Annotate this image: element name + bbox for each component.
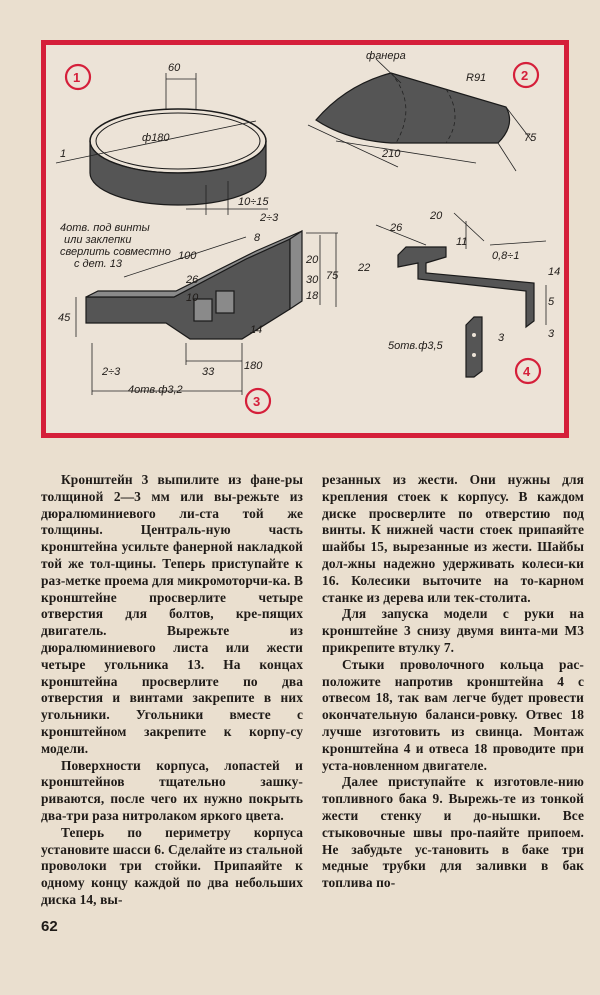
technical-drawing: 60 ф180 10÷15 1 фанера R91 210 75 (55, 50, 560, 415)
bracket3-dim: 18 (306, 290, 319, 302)
bracket3-note-line: или заклепки (64, 234, 131, 246)
ring-gap-label: 10÷15 (238, 196, 269, 208)
bracket3-note-line: с дет. 13 (74, 258, 123, 270)
text-column-right: резанных из жести. Они нужны для креплен… (322, 472, 584, 892)
bracket3-note: 4отв. под винты или заклепки сверлить со… (60, 222, 171, 270)
bracket3-dim: 2÷3 (259, 212, 279, 224)
bracket4-holes-label: 5отв.ф3,5 (388, 340, 444, 352)
bracket4-dim: 20 (429, 210, 443, 222)
bracket3-dim: 2÷3 (101, 366, 121, 378)
part-badge-3: 3 (244, 387, 272, 415)
bracket3-dim: 75 (326, 270, 339, 282)
paragraph: Кронштейн 3 выпилите из фане-ры толщиной… (41, 472, 303, 756)
svg-text:1: 1 (73, 70, 80, 85)
bracket3-part (75, 229, 338, 395)
bracket3-holes-label: 4отв.ф3,2 (128, 384, 183, 396)
bracket3-dim: 26 (185, 274, 199, 286)
svg-text:2: 2 (521, 68, 528, 83)
bracket3-dim: 45 (58, 312, 71, 324)
bracket4-dim: 5 (548, 296, 555, 308)
blade-height-label: 75 (524, 132, 537, 144)
ring-diameter-label: ф180 (142, 132, 170, 144)
bracket3-dim: 30 (306, 274, 319, 286)
ring-part (55, 73, 268, 215)
ring-width-label: 60 (168, 62, 181, 74)
bracket4-dim: 14 (548, 266, 560, 278)
part-badge-1: 1 (64, 63, 92, 91)
ring-mark-label: 1 (60, 148, 66, 160)
figure-frame: 60 ф180 10÷15 1 фанера R91 210 75 (41, 40, 569, 438)
paragraph: Теперь по периметру корпуса установите ш… (41, 824, 303, 907)
paragraph: Стыки проволочного кольца рас-положите н… (322, 656, 584, 773)
bracket3-dim: 8 (254, 232, 261, 244)
blade-part (307, 58, 533, 172)
bracket3-dim: 33 (202, 366, 215, 378)
blade-radius-label: R91 (466, 72, 486, 84)
blade-length-label: 210 (381, 148, 401, 160)
bracket4-dim: 0,8÷1 (492, 250, 519, 262)
bracket3-note-line: 4отв. под винты (60, 222, 150, 234)
part-badge-2: 2 (512, 61, 540, 89)
bracket4-dim: 3 (548, 328, 555, 340)
bracket3-dim: 180 (244, 360, 263, 372)
paragraph: резанных из жести. Они нужны для креплен… (322, 472, 584, 605)
part-badge-4: 4 (514, 357, 542, 385)
svg-text:4: 4 (523, 364, 531, 379)
bracket4-dim: 26 (389, 222, 403, 234)
blade-material-label: фанера (366, 50, 406, 62)
bracket3-dim: 14 (250, 324, 262, 336)
paragraph: Далее приступайте к изготовле-нию топлив… (322, 774, 584, 891)
bracket3-note-line: сверлить совместно (60, 246, 171, 258)
bracket4-part (375, 212, 547, 378)
bracket4-dim: 3 (498, 332, 505, 344)
bracket3-dim: 20 (305, 254, 319, 266)
bracket4-dim: 22 (357, 262, 370, 274)
page-number: 62 (41, 918, 58, 935)
paragraph: Поверхности корпуса, лопастей и кронштей… (41, 757, 303, 823)
paragraph: Для запуска модели с руки на кронштейне … (322, 606, 584, 655)
svg-text:3: 3 (253, 394, 260, 409)
text-column-left: Кронштейн 3 выпилите из фане-ры толщиной… (41, 472, 303, 909)
bracket4-dim: 11 (456, 236, 467, 248)
bracket3-dim: 10 (186, 292, 199, 304)
bracket3-dim: 100 (178, 250, 197, 262)
